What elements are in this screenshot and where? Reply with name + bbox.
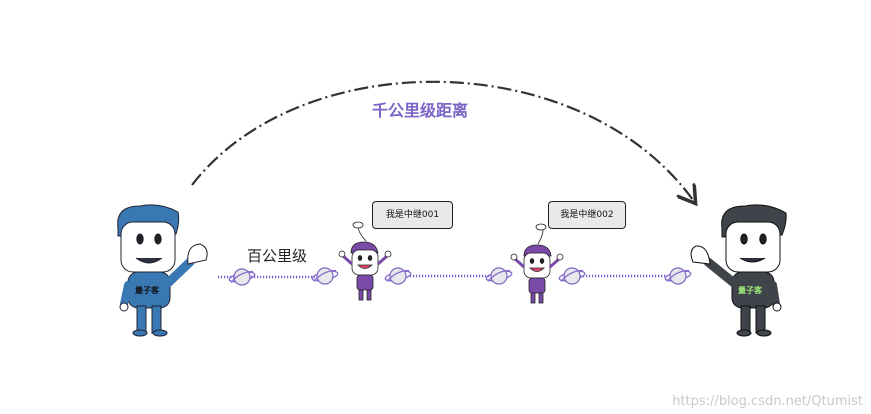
planet-node-icon (664, 267, 692, 285)
long-distance-arc (191, 80, 693, 200)
right-person-icon (690, 204, 787, 337)
hundred-km-links (218, 274, 667, 279)
planet-node-icon (485, 267, 513, 285)
relay-person-icon (338, 221, 392, 301)
planet-node-icon (311, 267, 339, 285)
long-distance-label: 千公里级距离 (372, 101, 469, 120)
short-distance-label: 百公里级 (247, 247, 308, 265)
planet-node-icon (558, 267, 586, 285)
planet-node-icon (384, 267, 412, 285)
right-person-shirt-text: 量子客 (738, 286, 762, 295)
left-person-icon (117, 204, 208, 337)
left-person-shirt-text: 量子客 (135, 286, 159, 295)
relay-002-speech-bubble: 我是中继002 (548, 201, 626, 229)
relay-person-icon (510, 223, 564, 304)
relay-001-speech-bubble: 我是中继001 (372, 201, 453, 229)
watermark: https://blog.csdn.net/Qtumist (672, 394, 863, 409)
planet-node-icon (228, 268, 256, 286)
